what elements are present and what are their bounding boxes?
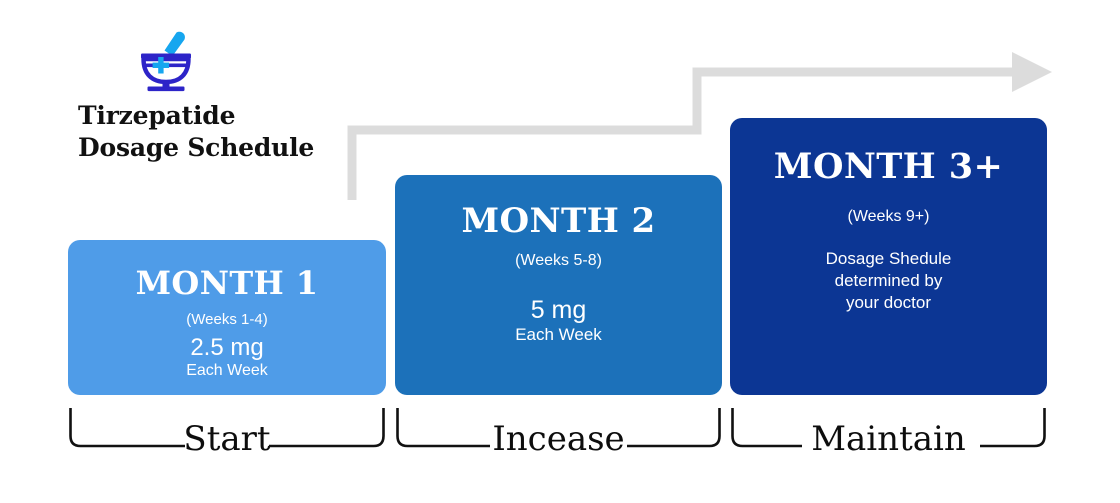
phase-bracket-start: Start xyxy=(68,406,386,476)
dosage-card-month-1[interactable]: MONTH 1 (Weeks 1-4) 2.5 mg Each Week xyxy=(68,240,386,395)
dosage-card-month-2[interactable]: MONTH 2 (Weeks 5-8) 5 mg Each Week xyxy=(395,175,722,395)
phase-bracket-maintain: Maintain xyxy=(730,406,1047,476)
card-dose-amount: 5 mg xyxy=(530,296,587,324)
card-title: MONTH 2 xyxy=(461,201,656,241)
card-note: Dosage Shedule determined by your doctor xyxy=(825,249,952,313)
bracket-icon xyxy=(69,408,385,448)
card-dose-frequency: Each Week xyxy=(186,362,268,379)
card-dose-frequency: Each Week xyxy=(515,325,602,344)
card-title: MONTH 1 xyxy=(135,264,319,302)
card-title: MONTH 3+ xyxy=(773,146,1004,187)
phase-label: Start xyxy=(183,419,271,459)
dosage-card-month-3[interactable]: MONTH 3+ (Weeks 9+) Dosage Shedule deter… xyxy=(730,118,1047,395)
phase-label: Maintain xyxy=(811,419,966,459)
bracket-icon xyxy=(731,408,1046,448)
card-weeks-range: (Weeks 5-8) xyxy=(515,252,602,269)
brand-block: Tirzepatide Dosage Schedule xyxy=(78,28,338,164)
phase-label: Incease xyxy=(492,419,625,459)
phase-bracket-increase: Incease xyxy=(395,406,722,476)
bracket-icon xyxy=(396,408,721,448)
card-weeks-range: (Weeks 9+) xyxy=(847,208,930,225)
card-dose-amount: 2.5 mg xyxy=(190,334,264,361)
brand-title: Tirzepatide Dosage Schedule xyxy=(78,101,315,162)
mortar-and-pestle-icon xyxy=(141,31,191,92)
card-weeks-range: (Weeks 1-4) xyxy=(186,311,268,328)
